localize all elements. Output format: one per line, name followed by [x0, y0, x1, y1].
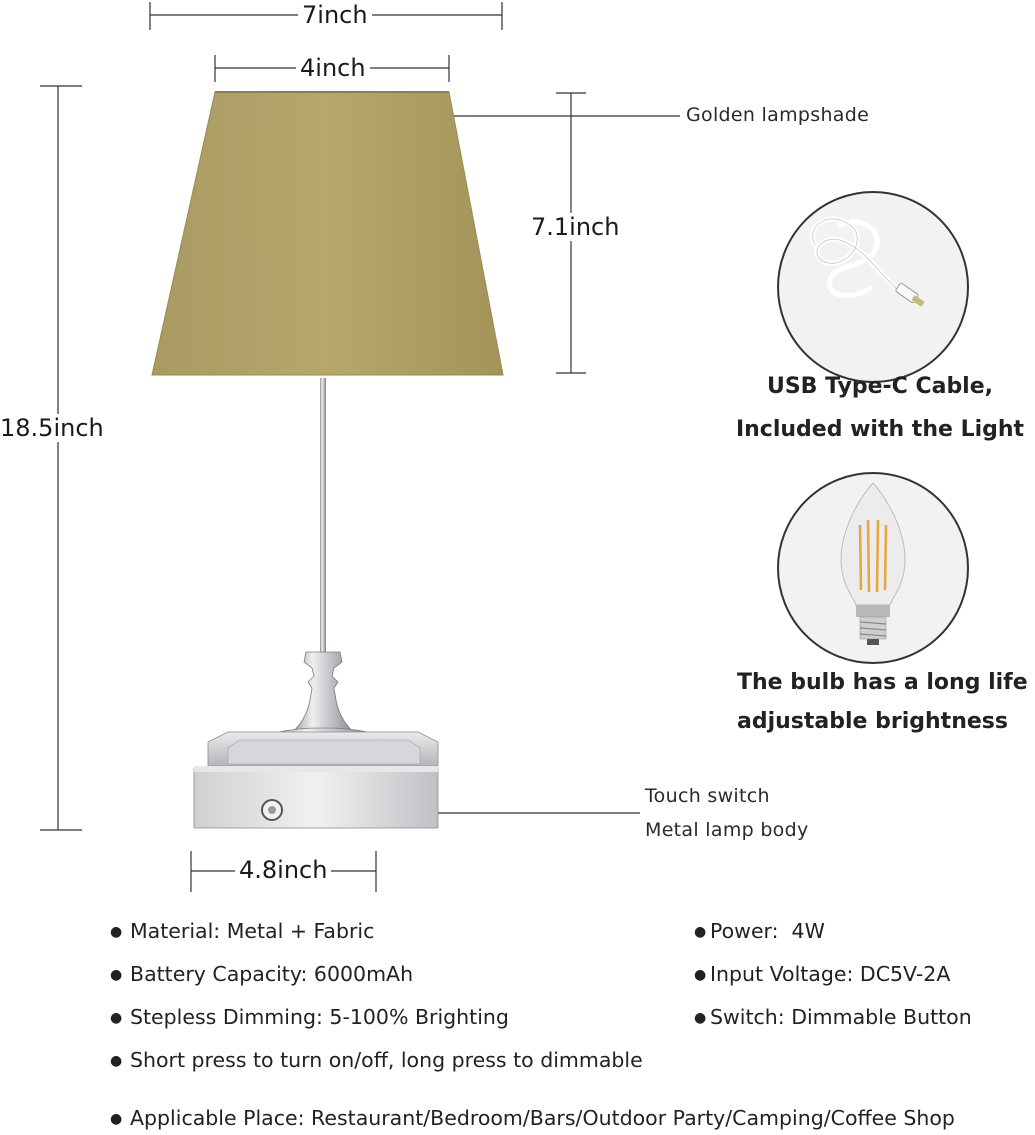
lamp-diagram	[40, 2, 969, 892]
dimension-lamp-width: 7inch	[298, 1, 372, 29]
callout-metal-lamp-body: Metal lamp body	[645, 819, 809, 841]
dimension-shade-top-width: 4inch	[296, 54, 370, 82]
cable-caption-line1: USB Type-C Cable,	[766, 374, 994, 399]
dimension-shade-height: 7.1inch	[527, 213, 624, 241]
callout-touch-switch: Touch switch	[645, 785, 770, 807]
dimension-base-width: 4.8inch	[235, 856, 332, 884]
bullet-dot: ●	[694, 924, 707, 940]
spec-switch: ●Switch: Dimmable Button	[694, 1005, 972, 1029]
lampshade	[151, 91, 504, 376]
spec-power: ●Power: 4W	[694, 919, 825, 943]
spec-voltage: ●Input Voltage: DC5V-2A	[694, 962, 951, 986]
bullet-dot: ●	[694, 967, 707, 983]
spec-press: ●Short press to turn on/off, long press …	[110, 1048, 643, 1072]
spec-material: ●Material: Metal + Fabric	[110, 919, 375, 943]
spec-dimming: ●Stepless Dimming: 5-100% Brighting	[110, 1005, 509, 1029]
cable-caption-line2: Included with the Light	[735, 417, 1025, 442]
bullet-dot: ●	[110, 1053, 123, 1069]
spec-battery: ●Battery Capacity: 6000mAh	[110, 962, 414, 986]
bulb-caption-line2: adjustable brightness	[737, 709, 1008, 734]
bullet-dot: ●	[694, 1010, 707, 1026]
led-filament-bulb-icon	[777, 472, 969, 664]
bulb-caption-line1: The bulb has a long life and	[737, 670, 1035, 695]
bullet-dot: ●	[110, 967, 123, 983]
dimension-total-height: 18.5inch	[0, 414, 108, 442]
usb-cable-icon	[777, 191, 969, 383]
callout-golden-lampshade: Golden lampshade	[686, 104, 870, 126]
bullet-dot: ●	[110, 1010, 123, 1026]
bullet-dot: ●	[110, 924, 123, 940]
bullet-dot: ●	[110, 1111, 123, 1127]
spec-place: ●Applicable Place: Restaurant/Bedroom/Ba…	[110, 1106, 955, 1130]
